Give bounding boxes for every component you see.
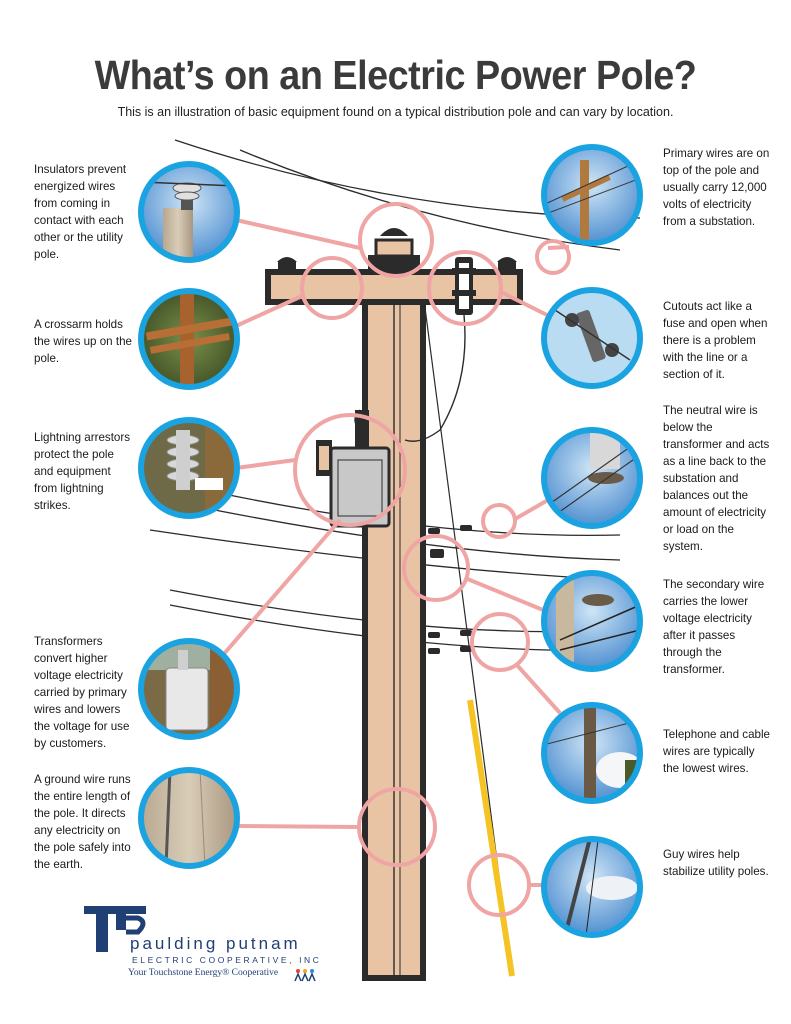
secondary-wire-label: The secondary wire carries the lower vol…: [663, 578, 765, 676]
crossarm-insulators: [277, 257, 517, 274]
touchstone-energy-icon: [294, 969, 316, 982]
neutral-wire-label: The neutral wire is below the transforme…: [663, 404, 770, 553]
insulators-label: Insulators prevent energized wires from …: [34, 163, 127, 261]
primary-wires-label: Primary wires are on top of the pole and…: [663, 147, 770, 228]
transformer-photo: [138, 638, 240, 740]
callout-connectors: [221, 218, 570, 887]
lightning-arrestors-label: Lightning arrestors protect the pole and…: [34, 431, 131, 512]
telephone-cable-label: Telephone and cable wires are typically …: [663, 728, 771, 775]
lightning-arrestor-photo: [138, 417, 240, 519]
guy-wire-photo: [541, 836, 643, 938]
paulding-putnam-logo-icon: [84, 906, 146, 952]
cutout-photo: [541, 287, 643, 389]
page-title: What’s on an Electric Power Pole?: [94, 52, 697, 98]
neutral-wire-photo: [541, 427, 643, 529]
primary-wires-photo: [541, 144, 643, 246]
logo-brand: paulding putnam: [130, 934, 301, 953]
ground-wire-label: A ground wire runs the entire length of …: [34, 773, 131, 871]
crossarm-label: A crossarm holds the wires up on the pol…: [34, 318, 132, 365]
callout-rings: [293, 202, 571, 917]
crossarm-photo: [138, 288, 240, 390]
logo-coop: ELECTRIC COOPERATIVE, INC: [132, 955, 322, 965]
guy-wires-label: Guy wires help stabilize utility poles.: [663, 848, 769, 878]
guy-wire-guard: [467, 699, 515, 977]
page-subtitle: This is an illustration of basic equipme…: [117, 105, 674, 119]
transformers-label: Transformers convert higher voltage elec…: [34, 635, 130, 750]
paulding-putnam-logo: paulding putnam ELECTRIC COOPERATIVE, IN…: [80, 900, 340, 990]
logo-tagline: Your Touchstone Energy® Cooperative: [128, 968, 279, 978]
transformer: [316, 410, 391, 528]
cutouts-label: Cutouts act like a fuse and open when th…: [663, 300, 768, 381]
wire-connectors: [428, 525, 472, 654]
ground-wire-photo: [138, 767, 240, 869]
insulator-photo: [138, 161, 240, 263]
telephone-pole-photo: [541, 702, 643, 804]
secondary-wire-photo: [541, 570, 643, 672]
cutout: [452, 257, 476, 315]
